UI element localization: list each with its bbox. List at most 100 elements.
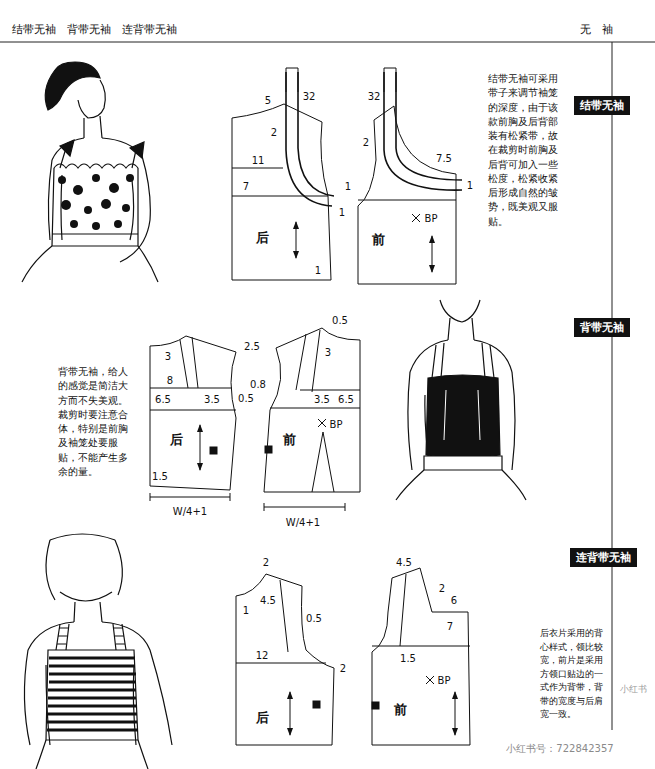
fashion-sketch xyxy=(426,375,500,458)
dimension-number: 7 xyxy=(243,181,249,192)
dimension-number: 1 xyxy=(345,181,351,192)
pattern-piece xyxy=(232,104,331,280)
dimension-number: 8 xyxy=(167,375,173,386)
pattern-piece xyxy=(296,222,297,258)
dimension-number: 6.5 xyxy=(338,394,354,405)
section-title: 背带无袖 xyxy=(580,321,624,334)
page-rule xyxy=(0,42,655,730)
dimension-number: 7 xyxy=(447,621,453,632)
fashion-sketch xyxy=(24,534,172,769)
fashion-sketch xyxy=(60,140,144,158)
dimension-number: 3 xyxy=(165,351,171,362)
pattern-piece xyxy=(286,72,332,206)
watermark-logo: 小红书 xyxy=(620,685,647,695)
fashion-sketch xyxy=(410,340,512,372)
fashion-sketch xyxy=(45,62,100,110)
dimension-number: 2 xyxy=(439,583,445,594)
fashion-sketch xyxy=(396,470,526,500)
pattern-piece xyxy=(358,200,456,201)
pattern-piece xyxy=(232,168,283,169)
fashion-sketch xyxy=(52,233,138,234)
fashion-sketch xyxy=(60,592,112,601)
fashion-sketch xyxy=(448,318,474,340)
pattern-piece xyxy=(232,196,328,197)
fashion-sketch xyxy=(73,185,83,195)
dimension-number: 5 xyxy=(265,95,271,106)
pattern-piece xyxy=(384,68,396,92)
pattern-piece xyxy=(455,692,456,735)
pattern-piece xyxy=(396,72,462,180)
watermark: 小红书号：722842357 xyxy=(506,743,613,754)
page-rule xyxy=(0,42,655,43)
pattern-piece xyxy=(296,330,320,392)
pattern-piece xyxy=(372,646,470,647)
pattern-piece xyxy=(180,337,198,388)
page-rule xyxy=(612,42,613,730)
fashion-sketch xyxy=(408,372,515,470)
fashion-sketch xyxy=(28,622,150,650)
pattern-piece xyxy=(358,68,462,284)
fashion-sketch xyxy=(22,246,158,282)
fashion-sketch xyxy=(57,628,125,644)
dimension-number: 6.5 xyxy=(155,394,171,405)
fashion-sketch xyxy=(444,390,480,440)
dimension-number: 11 xyxy=(252,155,265,166)
dimension-number: 4.5 xyxy=(396,557,412,568)
piece-name: 后 xyxy=(256,711,269,725)
fashion-sketch xyxy=(109,183,119,193)
pattern-piece xyxy=(150,493,230,501)
pattern-piece xyxy=(270,390,360,408)
section-title: 结带无袖 xyxy=(580,99,624,112)
pattern-piece xyxy=(236,574,334,745)
fashion-sketch xyxy=(70,220,78,228)
fashion-sketch xyxy=(74,602,102,622)
pattern-piece xyxy=(412,214,420,222)
fashion-sketch xyxy=(101,199,111,209)
dimension-number: W/4+1 xyxy=(173,506,207,517)
pattern-piece xyxy=(358,106,456,284)
piece-name: 前 xyxy=(394,703,407,717)
dimension-number: 2 xyxy=(340,663,346,674)
dimension-number: 1.5 xyxy=(152,471,168,482)
dimension-number: 6 xyxy=(451,595,457,606)
pattern-piece xyxy=(372,702,379,709)
fashion-sketch xyxy=(58,176,66,184)
note-text: 后衣片采用的背心样式，领比较宽，前片是采用方领口贴边的一式作为背带，背带的宽度与… xyxy=(540,627,610,722)
fashion-sketch xyxy=(52,168,138,246)
fashion-sketch xyxy=(22,62,158,282)
fashion-sketch xyxy=(56,624,126,650)
dimension-number: 2 xyxy=(363,137,369,148)
note-text: 背带无袖，给人的感觉是简洁大方而不失美观。裁剪时要注意合体，特别是前胸及袖笼处要… xyxy=(58,365,136,479)
piece-name: 前 xyxy=(372,233,385,247)
pattern-piece xyxy=(150,336,236,501)
pattern-piece xyxy=(372,568,470,745)
fashion-sketch xyxy=(114,220,122,228)
dimension-number: 1 xyxy=(315,265,321,276)
fashion-sketch xyxy=(126,174,134,182)
pattern-piece xyxy=(312,432,334,492)
dimension-number: 0.5 xyxy=(238,393,254,404)
pattern-piece xyxy=(286,68,298,92)
fashion-sketch xyxy=(24,650,172,745)
section-band: 结带无袖 xyxy=(574,96,630,115)
fashion-sketch xyxy=(84,116,102,138)
fashion-sketch xyxy=(440,300,480,322)
piece-name: 后 xyxy=(170,433,183,447)
fashion-sketch xyxy=(424,456,502,470)
pattern-piece xyxy=(210,447,217,454)
pattern-piece xyxy=(432,236,433,272)
piece-name: 后 xyxy=(256,231,269,245)
fashion-sketch xyxy=(84,206,92,214)
fashion-sketch xyxy=(122,204,130,212)
dimension-number: 3 xyxy=(325,347,331,358)
section-band: 连背带无袖 xyxy=(570,548,637,567)
section-band: 背带无袖 xyxy=(574,318,630,337)
fashion-sketch xyxy=(61,200,71,210)
pattern-piece xyxy=(372,568,470,745)
dimension-number: 2 xyxy=(271,127,277,138)
dimension-number: 7.5 xyxy=(436,153,452,164)
dimension-number: 1.5 xyxy=(400,653,416,664)
pattern-piece xyxy=(265,446,272,453)
dimension-number: 2 xyxy=(263,557,269,568)
fashion-sketch xyxy=(46,534,122,600)
